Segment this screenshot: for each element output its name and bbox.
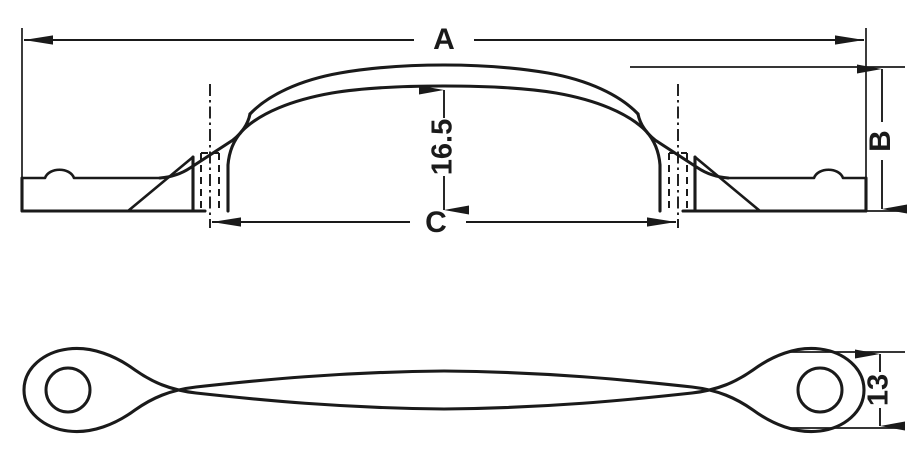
dimension-16-5: 16.5 <box>419 85 469 215</box>
right-boss-outline <box>658 155 697 213</box>
dimension-13-label: 13 <box>863 374 895 406</box>
dimension-B-label: B <box>864 130 897 152</box>
plan-view-right-hole <box>796 366 844 414</box>
dimension-13: 13 <box>790 349 905 431</box>
right-hidden-hole-lines <box>668 152 688 208</box>
arch-outer-profile <box>248 63 640 116</box>
plan-view-outline <box>22 346 866 434</box>
right-ramp-lower-contour <box>636 112 730 180</box>
left-foot-outline <box>20 176 207 213</box>
dimension-A-label: A <box>433 23 455 56</box>
right-foot-outline <box>681 176 868 213</box>
dimension-C-label: C <box>425 206 447 239</box>
dimension-16-5-label: 16.5 <box>427 119 459 175</box>
dimension-B: B <box>630 64 907 214</box>
plan-view <box>22 346 866 434</box>
dimension-C: C <box>212 206 676 239</box>
right-foot-top-surface <box>726 168 868 180</box>
right-boss-riser <box>644 129 662 167</box>
arch-inner-profile <box>240 84 648 133</box>
left-boss-outline <box>191 155 230 213</box>
left-gusset-line <box>126 155 195 213</box>
left-boss-riser <box>226 129 244 167</box>
left-foot-top-surface <box>20 168 162 180</box>
plan-view-left-hole <box>44 366 92 414</box>
left-hidden-hole-lines <box>200 152 220 208</box>
dimension-A: A <box>21 23 867 178</box>
right-gusset-line <box>693 155 762 213</box>
left-ramp-lower-contour <box>158 112 252 180</box>
